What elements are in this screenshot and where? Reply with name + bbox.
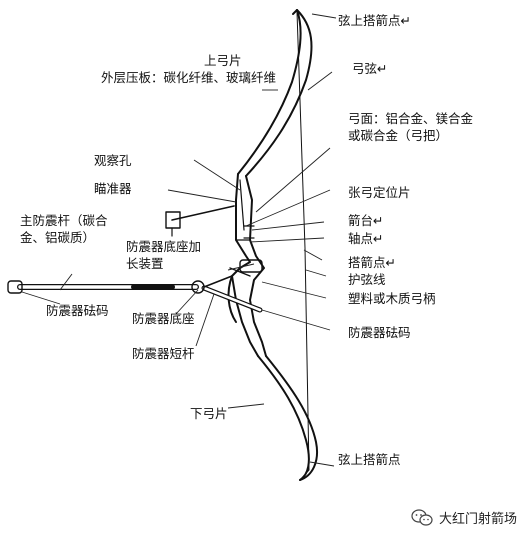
label-stab-base: 防震器底座	[132, 311, 195, 326]
label-limb-laminate: 外层压板：碳化纤维、玻璃纤维	[100, 70, 276, 85]
label-riser: 弓面：铝合金、镁合金或碳合金（弓把）	[348, 111, 474, 143]
sight-block	[165, 211, 181, 229]
wechat-icon	[411, 508, 433, 526]
label-pivot: 轴点↵	[348, 231, 384, 246]
stab-extender	[239, 259, 263, 273]
lower-limb-shape	[257, 355, 310, 481]
label-lower-limb: 下弓片	[190, 406, 228, 421]
label-nock-point: 搭箭点↵	[348, 255, 396, 270]
label-weight-right: 防震器砝码	[348, 325, 411, 340]
watermark: 大红门射箭场	[411, 508, 517, 527]
label-arrow-rest: 箭台↵	[348, 213, 384, 228]
watermark-text: 大红门射箭场	[438, 512, 517, 527]
label-peep: 观察孔	[94, 153, 132, 168]
riser-shape	[231, 173, 259, 357]
label-upper-limb: 上弓片	[204, 53, 242, 68]
label-serving: 护弦线	[348, 272, 386, 287]
label-top-nock: 弦上搭箭点↵	[338, 13, 411, 28]
label-bottom-nock: 弦上搭箭点	[338, 452, 401, 467]
label-extender: 防震器底座加长装置	[126, 239, 202, 271]
stabilizer-weight	[7, 280, 23, 294]
label-plunger: 张弓定位片	[348, 185, 411, 200]
label-sight: 瞄准器	[94, 181, 132, 196]
label-weight-left: 防震器砝码	[46, 303, 109, 318]
label-bowstring: 弓弦↵	[352, 61, 388, 76]
label-short-rod: 防震器短杆	[132, 346, 195, 361]
label-stabilizer: 主防震杆（碳合金、铝碳质）	[20, 213, 108, 245]
upper-limb-shape	[245, 9, 313, 177]
sight-bar	[171, 205, 235, 221]
label-grip: 塑料或木质弓柄	[348, 291, 436, 306]
grip-shape	[227, 275, 237, 323]
bowstring-line	[296, 11, 310, 481]
